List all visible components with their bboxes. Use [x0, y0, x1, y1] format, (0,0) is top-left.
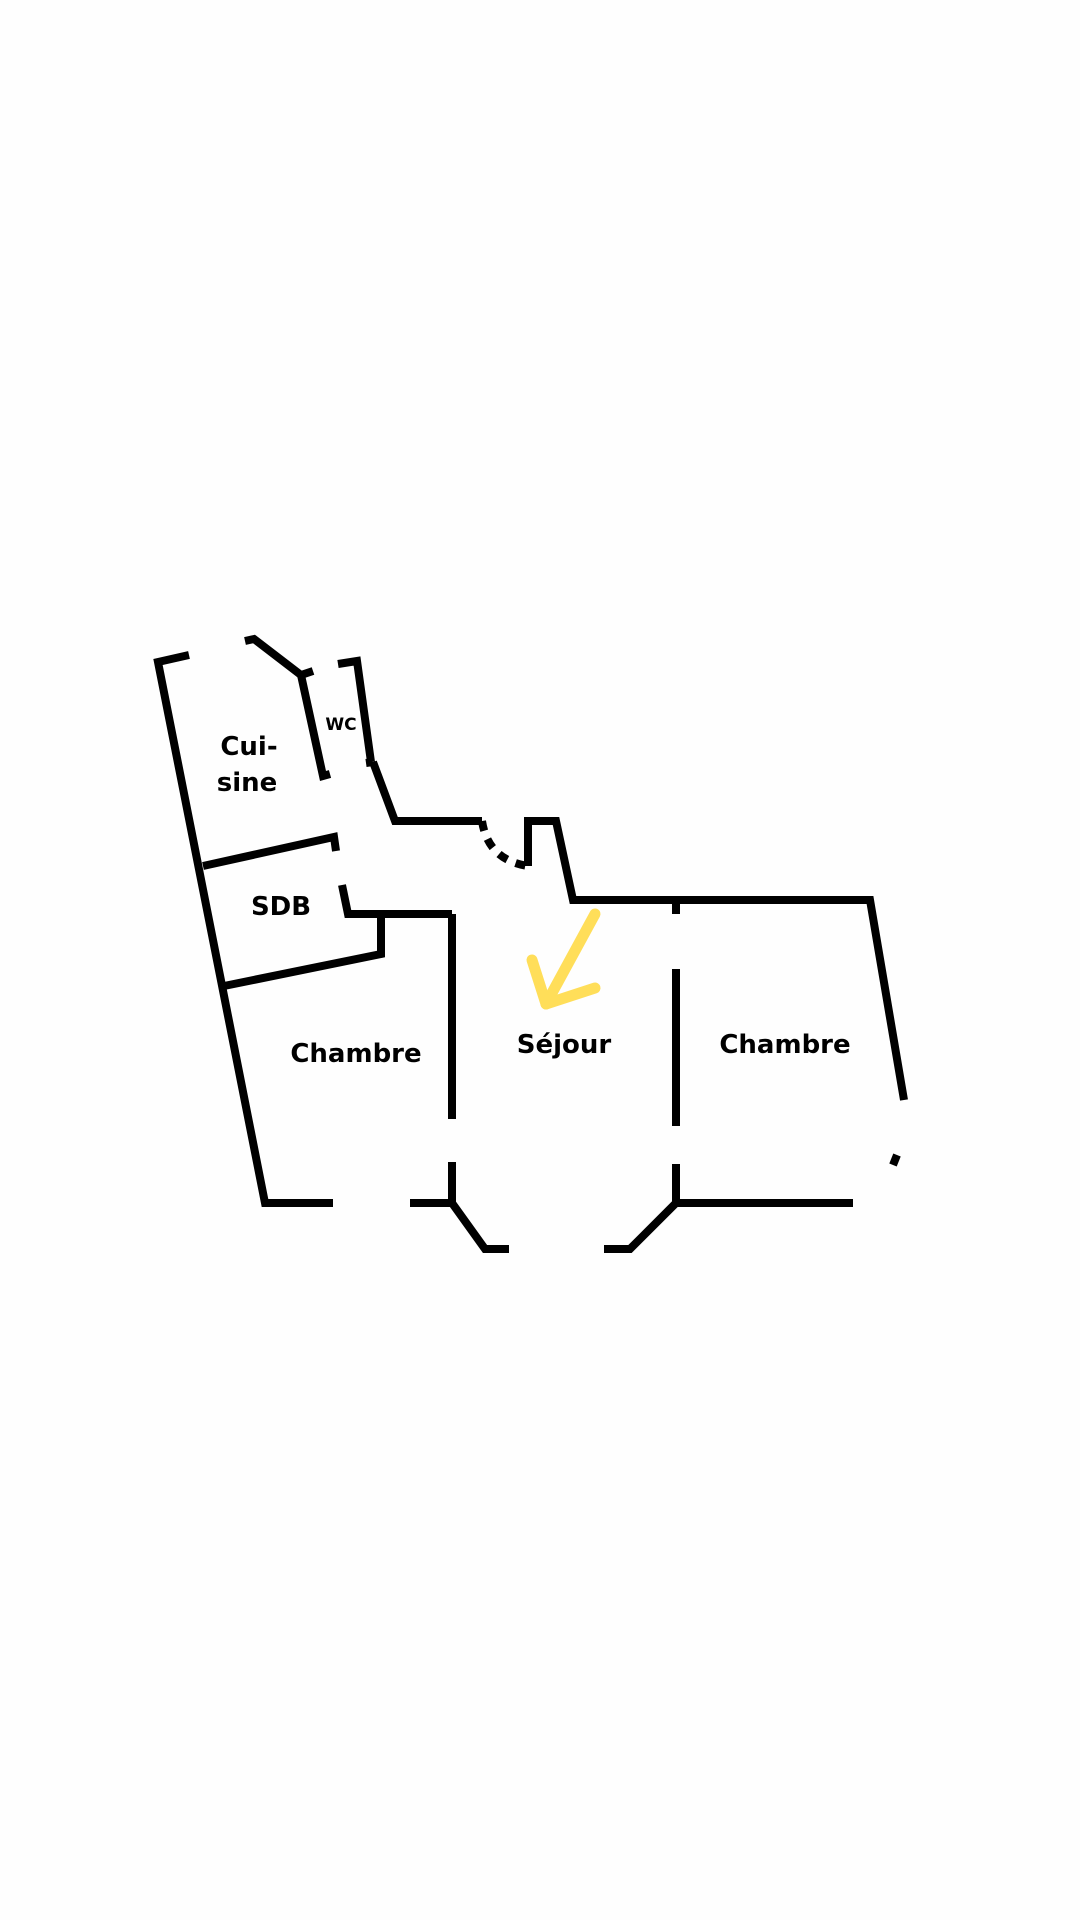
wc-outer-wall	[337, 656, 482, 825]
room-label-bedroom-right: Chambre	[719, 1030, 850, 1060]
room-label-living: Séjour	[517, 1030, 612, 1060]
kitchen-wc-wall	[297, 674, 332, 782]
arrow-shaft	[540, 908, 601, 1010]
room-label-kitchen-1: Cui-	[220, 732, 277, 762]
entry-door-arc	[478, 820, 529, 870]
living-north-wall	[524, 817, 908, 1101]
room-label-bathroom: SDB	[251, 892, 311, 922]
walls	[153, 634, 908, 1253]
room-label-wc: WC	[325, 715, 356, 735]
divider-left	[410, 914, 509, 1253]
arrow-head	[526, 954, 601, 1010]
kitchen-door-wall	[244, 634, 315, 680]
kitchen-bathroom-wall	[202, 832, 340, 870]
right-door-tick	[889, 1153, 901, 1167]
divider-right	[604, 900, 853, 1253]
room-label-kitchen-2: sine	[217, 768, 278, 798]
bathroom-wall	[223, 884, 452, 990]
outer-wall-left	[153, 651, 333, 1207]
room-label-bedroom-left: Chambre	[290, 1039, 421, 1069]
entrance-arrow-icon	[526, 908, 601, 1010]
